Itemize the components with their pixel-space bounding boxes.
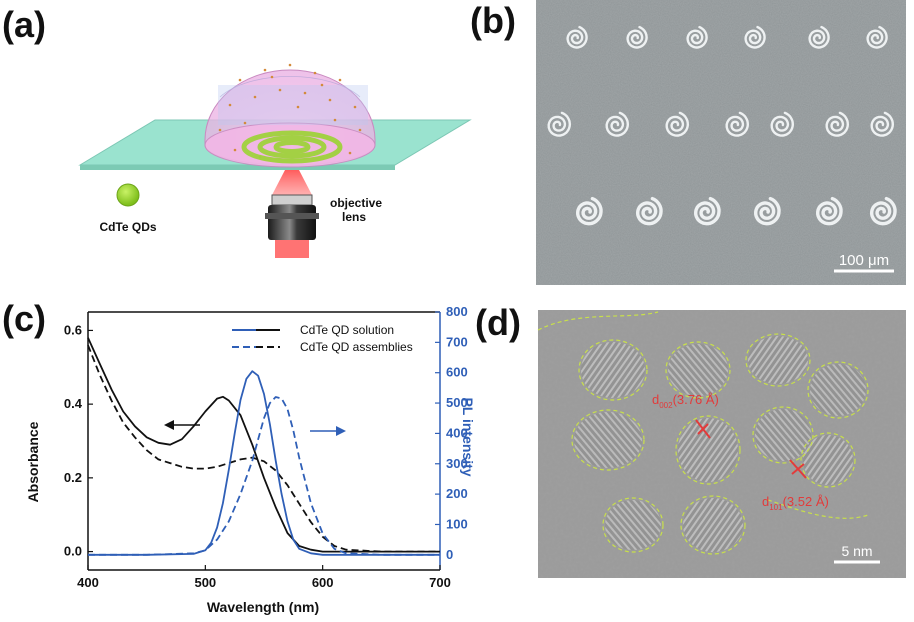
x-tick-label: 400	[77, 575, 99, 590]
lens-label-line1: objective	[330, 196, 382, 210]
panel-label-b: (b)	[470, 0, 516, 41]
y-tick-label-right: 800	[446, 304, 468, 319]
spiral-structure	[753, 196, 781, 226]
y-axis-title-right: PL intensity	[460, 397, 476, 476]
arrow-left-indicator	[164, 420, 200, 430]
y-tick-label-right: 400	[446, 425, 468, 440]
spiral-pattern	[241, 130, 343, 164]
y-tick-label-left: 0.6	[64, 322, 82, 337]
schematic-diagram: CdTe QDs objective lens	[78, 63, 472, 258]
y-axis-title-left: Absorbance	[25, 421, 41, 502]
y-tick-label-right: 100	[446, 516, 468, 531]
qd-sphere-icon	[116, 183, 140, 207]
spiral-structure	[566, 25, 588, 49]
lens-label-line2: lens	[342, 210, 366, 224]
spiral-structure	[665, 111, 690, 137]
spiral-structure	[744, 25, 766, 49]
d-spacing-label-1: d002(3.76 Å)	[652, 392, 719, 410]
laser-beam	[272, 170, 312, 195]
panel-label-c: (c)	[2, 298, 46, 339]
legend-label-solution: CdTe QD solution	[300, 323, 394, 337]
y-tick-label-right: 600	[446, 365, 468, 380]
crystal-outlines	[537, 311, 869, 555]
lattice-marker-2	[789, 459, 807, 479]
sem-image: 100 μm	[536, 0, 906, 285]
spiral-structure	[626, 25, 648, 49]
y-tick-label-left: 0.2	[64, 470, 82, 485]
legend-label-assemblies: CdTe QD assemblies	[300, 340, 413, 354]
series-line-pl-dashed	[88, 396, 440, 556]
spectra-chart: 400 500 600 700 0.0 0.2 0.4 0.6 0 100 200 300 400 500…	[25, 304, 476, 615]
scale-bar-b: 100 μm	[839, 252, 889, 269]
spiral-structure	[825, 111, 850, 137]
spiral-structure	[605, 111, 630, 137]
spiral-structure	[815, 196, 843, 226]
x-axis-title: Wavelength (nm)	[207, 599, 319, 615]
scale-bar-d: 5 nm	[841, 543, 872, 559]
spiral-structure	[870, 111, 895, 137]
nanocrystal-domains	[574, 336, 866, 552]
legend: CdTe QD solution CdTe QD assemblies	[232, 323, 413, 354]
objective-lens-icon	[265, 194, 319, 258]
spiral-structure	[770, 111, 795, 137]
spiral-structure	[635, 196, 663, 226]
y-tick-label-right: 200	[446, 486, 468, 501]
y-tick-label-right: 500	[446, 395, 468, 410]
series-line-absorbance-solid	[87, 337, 440, 553]
arrow-right-indicator	[310, 426, 346, 436]
y-tick-label-right: 300	[446, 456, 468, 471]
y-tick-label-left: 0.4	[64, 396, 83, 411]
spiral-structure	[686, 25, 708, 49]
d-spacing-label-2: d101(3.52 Å)	[762, 494, 829, 512]
lattice-marker-1	[695, 419, 711, 439]
x-tick-label: 600	[312, 575, 334, 590]
qd-particles	[218, 63, 362, 159]
spiral-structure	[808, 25, 830, 49]
hrtem-image: d002(3.76 Å) d101(3.52 Å) 5 nm	[537, 310, 906, 578]
series-line-absorbance-dashed	[87, 344, 440, 553]
spiral-structure	[725, 111, 750, 137]
x-tick-label: 700	[429, 575, 451, 590]
spiral-structure	[869, 196, 897, 226]
series-line-pl-solid	[88, 370, 440, 556]
spiral-array	[547, 25, 897, 226]
panel-label-d: (d)	[475, 302, 521, 343]
panel-label-a: (a)	[2, 4, 46, 45]
spiral-structure	[547, 111, 572, 137]
x-tick-label: 500	[194, 575, 216, 590]
y-tick-label-left: 0.0	[64, 544, 82, 559]
spiral-structure	[693, 196, 721, 226]
y-tick-label-right: 0	[446, 547, 453, 562]
spiral-structure	[575, 196, 603, 226]
qd-label: CdTe QDs	[99, 220, 156, 234]
spiral-structure	[866, 25, 888, 49]
y-tick-label-right: 700	[446, 334, 468, 349]
